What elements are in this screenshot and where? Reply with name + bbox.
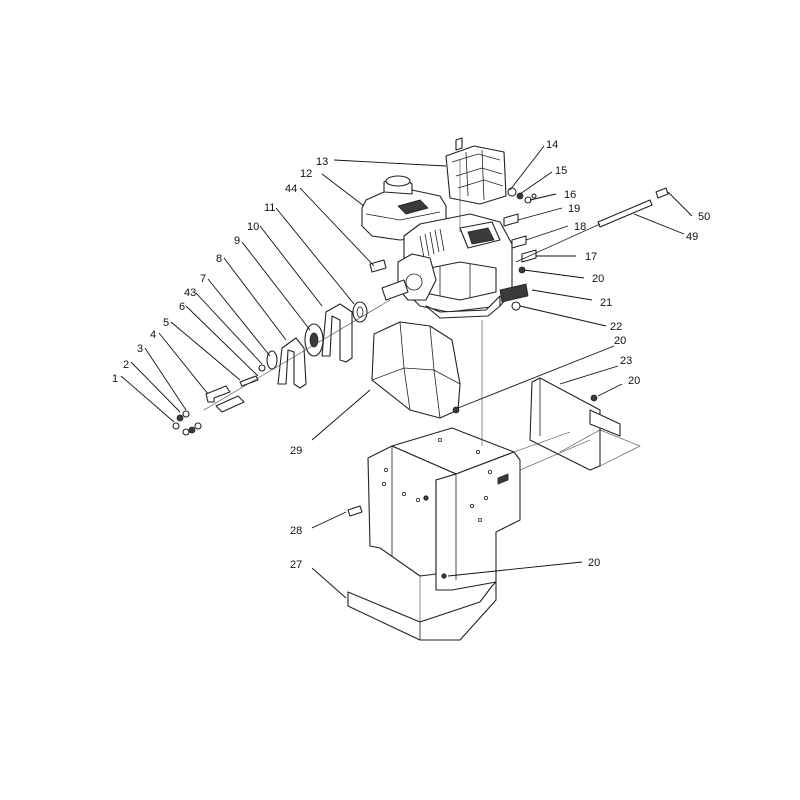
callout-16: 16	[564, 189, 576, 201]
callout-21: 21	[600, 297, 612, 309]
callout-20-guard: 20	[614, 335, 626, 347]
pulley-stack	[203, 299, 391, 411]
control-rod	[515, 187, 669, 263]
callout-23: 23	[620, 355, 632, 367]
callout-3: 3	[137, 343, 143, 355]
callout-14: 14	[546, 139, 558, 151]
callout-5: 5	[163, 317, 169, 329]
callout-19: 19	[568, 203, 580, 215]
callout-49: 49	[686, 231, 698, 243]
callout-20-frame: 20	[588, 557, 600, 569]
bolts-1-3	[172, 410, 202, 436]
callout-18: 18	[574, 221, 586, 233]
callout-27: 27	[290, 559, 302, 571]
air-cleaner-cover	[445, 137, 507, 205]
callout-4: 4	[150, 329, 156, 341]
callout-28: 28	[290, 525, 302, 537]
callout-1: 1	[112, 373, 118, 385]
bracket-5	[205, 385, 245, 413]
reference-lines	[419, 160, 641, 640]
callout-7: 7	[200, 273, 206, 285]
callout-2: 2	[123, 359, 129, 371]
callout-29: 29	[290, 445, 302, 457]
callout-15: 15	[555, 165, 567, 177]
callout-13: 13	[316, 156, 328, 168]
callout-44: 44	[285, 183, 297, 195]
callout-10: 10	[247, 221, 259, 233]
callout-9: 9	[234, 235, 240, 247]
callout-22: 22	[610, 321, 622, 333]
callout-43: 43	[184, 287, 196, 299]
engine	[361, 175, 526, 319]
callout-20-engine: 20	[592, 273, 604, 285]
callout-labels: 1 2 3 4 5 6 43 7 8 9 10 11 44 12 13 14 1…	[112, 139, 710, 571]
leader-lines	[120, 145, 693, 599]
callout-12: 12	[300, 168, 312, 180]
callout-6: 6	[179, 301, 185, 313]
hardware-14-16	[507, 187, 537, 204]
callout-11: 11	[264, 202, 275, 214]
callout-8: 8	[216, 253, 222, 265]
decals	[499, 213, 537, 303]
bottom-pan	[347, 581, 497, 641]
belt-guard	[371, 321, 461, 419]
main-frame	[347, 427, 521, 591]
callout-50: 50	[698, 211, 710, 223]
callout-20-panel: 20	[628, 375, 640, 387]
callout-17: 17	[585, 251, 597, 263]
